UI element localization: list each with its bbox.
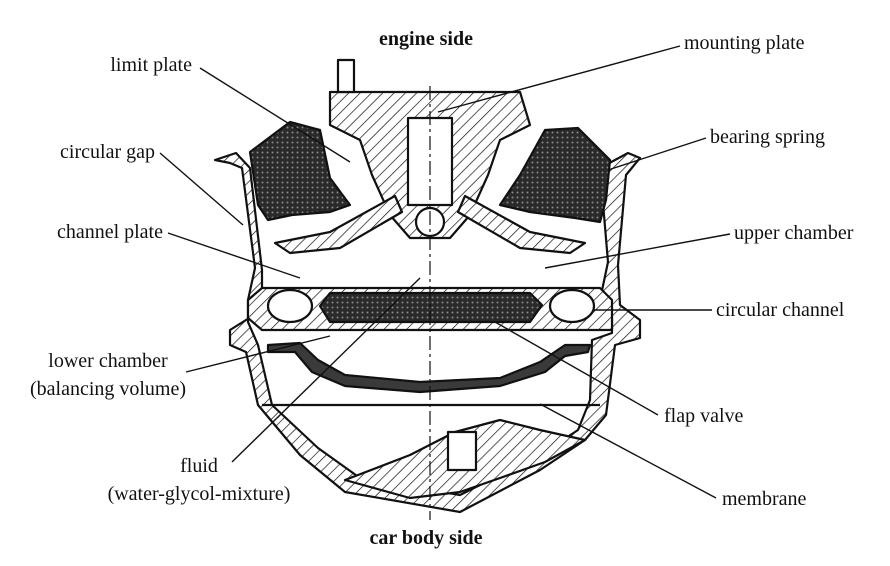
leader-lower-chamber [185,335,331,373]
mount-body [213,58,642,520]
leader-fluid [231,277,421,463]
base-plug [446,430,478,472]
flap-valve [318,291,544,324]
label-mounting-plate: mounting plate [684,32,805,54]
limit-plate-right [456,194,587,255]
label-upper-chamber: upper chamber [734,222,854,244]
label-water-glycol: (water-glycol-mixture) [108,483,291,505]
limit-plate-left [273,194,404,255]
label-bearing-spring: bearing spring [710,126,825,148]
mounting-stud [336,58,356,94]
leader-limit-plate [199,67,351,163]
leader-circular-gap [159,152,244,226]
label-channel-plate: channel plate [57,221,163,243]
bearing-spring-right [498,126,612,224]
leader-channel-plate [167,232,301,279]
leader-bearing-spring [607,137,707,171]
circular-channel-left [266,288,314,324]
label-membrane: membrane [722,488,807,510]
label-car-body-side: car body side [370,527,483,549]
leader-flap-valve [494,321,659,416]
membrane-body [266,341,592,394]
label-circular-gap: circular gap [60,141,155,163]
outer-housing [213,151,642,514]
leader-mounting-plate [437,45,681,113]
leader-membrane [539,403,717,499]
label-engine-side: engine side [379,28,473,50]
label-circular-channel: circular channel [716,299,845,321]
label-lower-chamber: lower chamber [48,350,168,372]
label-limit-plate: limit plate [110,54,192,76]
leader-upper-chamber [544,233,731,269]
leader-lines [159,45,731,499]
labels: engine side car body side limit plate mo… [30,28,854,549]
circular-channel-right [548,288,596,324]
label-flap-valve: flap valve [664,405,744,427]
label-balancing-volume: (balancing volume) [30,378,186,400]
bearing-spring-left [248,120,352,222]
label-fluid: fluid [180,455,218,477]
